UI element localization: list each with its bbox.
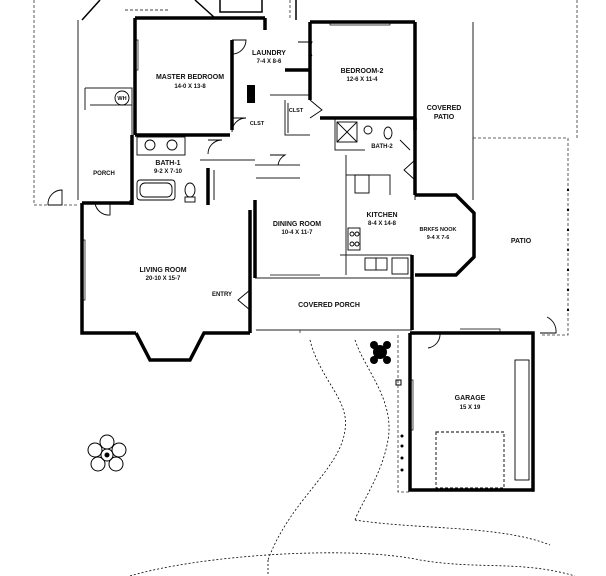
bath2-label: BATH-2 bbox=[371, 144, 393, 150]
dashed-outlines bbox=[33, 0, 578, 493]
master-bedroom-label: MASTER BEDROOM bbox=[156, 74, 224, 81]
step-dots bbox=[400, 188, 570, 472]
walkway bbox=[129, 339, 576, 576]
brkfs-nook-dims: 9-4 X 7-6 bbox=[427, 235, 450, 241]
bath1-label: BATH-1 bbox=[155, 160, 180, 167]
master-bedroom-dims: 14-0 X 13-8 bbox=[174, 84, 206, 90]
wh-label: WH bbox=[117, 96, 126, 102]
laundry-dims: 7-4 X 8-6 bbox=[257, 59, 282, 65]
kitchen-dims: 8-4 X 14-8 bbox=[368, 221, 397, 227]
wall-block bbox=[247, 85, 255, 103]
bath1-dims: 9-2 X 7-10 bbox=[154, 169, 183, 175]
dining-room-dims: 10-4 X 11-7 bbox=[281, 230, 313, 236]
bedroom2-dims: 12-6 X 11-4 bbox=[346, 77, 378, 83]
brkfs-nook-label: BRKFS NOOK bbox=[420, 227, 457, 233]
garage-label: GARAGE bbox=[455, 395, 486, 402]
living-room-dims: 20-10 X 15-7 bbox=[146, 276, 181, 282]
fixtures bbox=[114, 90, 530, 489]
porch-label: PORCH bbox=[93, 171, 115, 177]
covered-patio-label: COVERED bbox=[427, 105, 462, 112]
post-marker bbox=[395, 379, 402, 386]
closet-left-label: CLST bbox=[250, 121, 265, 127]
dining-room-label: DINING ROOM bbox=[273, 221, 321, 228]
kitchen-label: KITCHEN bbox=[366, 212, 397, 219]
doors bbox=[47, 39, 557, 349]
top-structures bbox=[81, 0, 297, 21]
garage-dims: 15 X 19 bbox=[460, 405, 481, 411]
windows bbox=[82, 22, 501, 431]
living-room-label: LIVING ROOM bbox=[139, 267, 186, 274]
covered-patio-label-2: PATIO bbox=[434, 114, 455, 121]
entry-label: ENTRY bbox=[212, 292, 232, 298]
shrub-icon bbox=[370, 341, 391, 364]
flower-icon bbox=[87, 434, 127, 472]
exterior-walls bbox=[80, 16, 535, 492]
closet-right-label: CLST bbox=[289, 108, 304, 114]
laundry-label: LAUNDRY bbox=[252, 50, 286, 57]
patio-label: PATIO bbox=[511, 238, 532, 245]
bedroom2-label: BEDROOM-2 bbox=[341, 68, 384, 75]
covered-porch-label: COVERED PORCH bbox=[298, 302, 360, 309]
